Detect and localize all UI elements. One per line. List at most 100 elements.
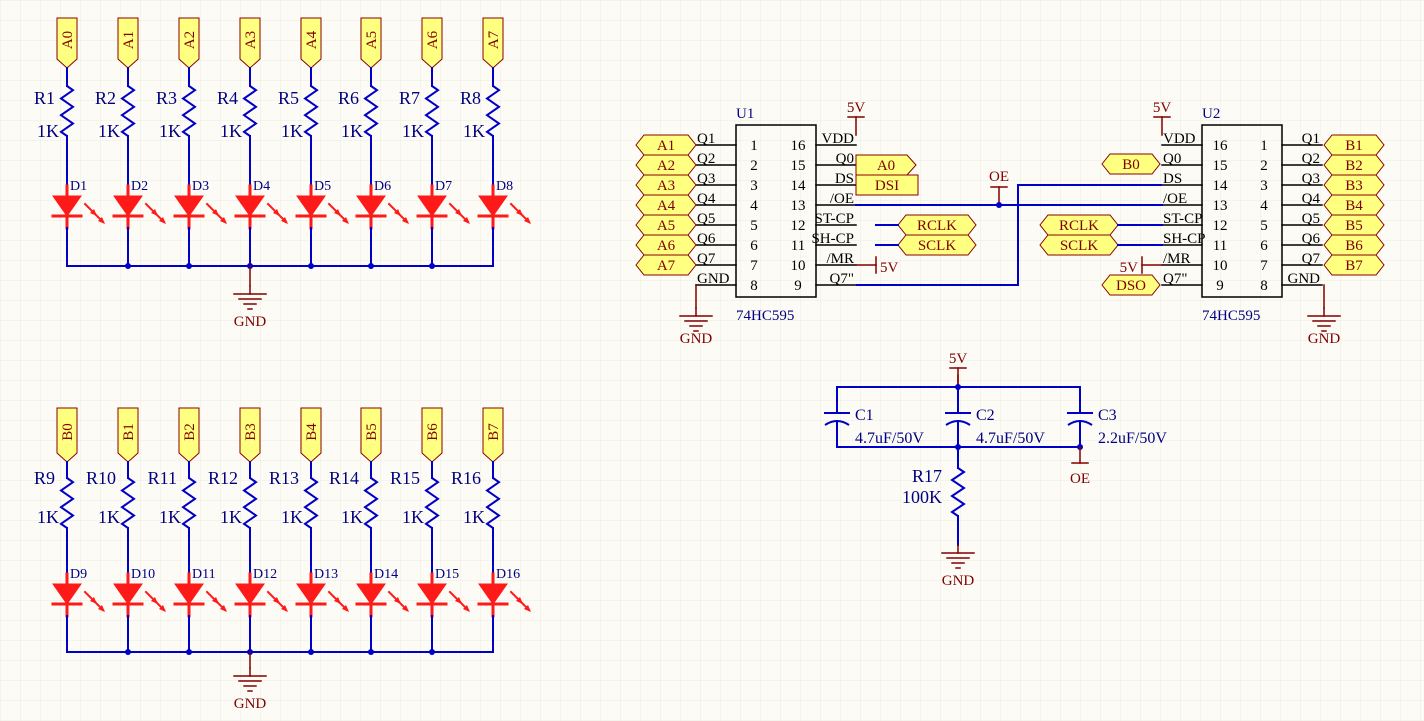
- net-port-text: A5: [364, 31, 380, 49]
- resistor-ref: R4: [217, 88, 238, 108]
- resistor-value: 1K: [159, 507, 181, 527]
- resistor-symbol: [424, 477, 440, 529]
- led-ref: D9: [70, 567, 87, 582]
- ic-pin-name: Q0: [836, 151, 854, 167]
- ic-pin-number: 15: [1213, 158, 1228, 174]
- led-emission-arrowhead: [220, 605, 227, 612]
- resistor-symbol: [242, 85, 258, 137]
- net-port-text: A0: [60, 31, 76, 49]
- net-port-text: A3: [657, 178, 675, 194]
- ic-pin-number: 3: [750, 178, 758, 194]
- led-emission-arrowhead: [281, 217, 288, 224]
- resistor-symbol: [424, 85, 440, 137]
- power-label: 5V: [1120, 260, 1139, 276]
- ic-pin-name: GND: [1288, 271, 1321, 287]
- resistor-ref: R12: [208, 468, 238, 488]
- net-port-label: [56, 17, 78, 69]
- resistor-ref: R10: [86, 468, 116, 488]
- resistor-symbol: [485, 85, 501, 137]
- ic-pin-name: GND: [697, 271, 730, 287]
- led-emission-arrowhead: [159, 605, 166, 612]
- net-port-label: [239, 407, 261, 463]
- power-label: 5V: [1153, 100, 1172, 116]
- ic-pin-number: 11: [1213, 238, 1227, 254]
- ic-pin-name: Q6: [1302, 231, 1321, 247]
- net-port-text: RCLK: [917, 218, 957, 234]
- resistor-value: 1K: [220, 507, 242, 527]
- resistor-value: 1K: [463, 507, 485, 527]
- resistor-symbol: [181, 85, 197, 137]
- net-port-label: [855, 174, 919, 196]
- ic-pin-name: Q2: [1302, 151, 1320, 167]
- ic-pin-number: 10: [791, 258, 806, 274]
- net-port-text: A0: [877, 158, 895, 174]
- ic-pin-name: Q3: [1302, 171, 1320, 187]
- net-port-text: B6: [425, 423, 441, 441]
- resistor-value: 1K: [463, 121, 485, 141]
- resistor-symbol: [120, 85, 136, 137]
- net-port-text: B3: [243, 423, 259, 441]
- resistor-ref: R3: [156, 88, 177, 108]
- ic-pin-number: 12: [1213, 218, 1228, 234]
- ic-pin-number: 5: [1260, 218, 1268, 234]
- led-ref: D10: [131, 567, 155, 582]
- net-port-label: [855, 154, 917, 176]
- net-port-text: A7: [657, 258, 676, 274]
- net-port-label: [239, 17, 261, 69]
- ic-pin-number: 1: [750, 138, 758, 154]
- resistor-value: 1K: [98, 121, 120, 141]
- ic-pin-name: Q5: [697, 211, 715, 227]
- ic-part-number: 74HC595: [1202, 308, 1260, 324]
- resistor-symbol: [59, 477, 75, 529]
- ground-label: GND: [234, 696, 267, 712]
- net-port-label: [635, 254, 697, 276]
- ic-pin-name: Q5: [1302, 211, 1320, 227]
- led-ref: D15: [435, 567, 459, 582]
- resistor-value: 1K: [402, 507, 424, 527]
- net-port-label: [360, 17, 382, 69]
- resistor-symbol: [950, 467, 966, 517]
- ic-pin-number: 16: [1213, 138, 1229, 154]
- junction-dot: [996, 202, 1002, 208]
- resistor-symbol: [303, 85, 319, 137]
- net-port-label: [897, 234, 977, 256]
- ic-pin-number: 11: [791, 238, 805, 254]
- ic-pin-number: 12: [791, 218, 806, 234]
- resistor-ref: R7: [399, 88, 420, 108]
- net-port-text: B5: [1345, 218, 1363, 234]
- net-port-label: [1101, 153, 1161, 175]
- led-emission-arrowhead: [402, 217, 409, 224]
- net-port-label: [482, 17, 504, 69]
- ic-pin-name: /MR: [826, 251, 854, 267]
- ic-pin-name: Q7": [830, 271, 854, 287]
- net-port-label: [1323, 254, 1385, 276]
- capacitor-value: 4.7uF/50V: [976, 430, 1045, 447]
- ground-label: GND: [942, 573, 975, 589]
- ic-pin-name: Q6: [697, 231, 716, 247]
- resistor-value: 1K: [98, 507, 120, 527]
- led-ref: D3: [192, 179, 209, 194]
- resistor-symbol: [363, 477, 379, 529]
- ic-pin-name: DS: [1163, 171, 1182, 187]
- ic-pin-name: /OE: [1163, 191, 1187, 207]
- ic-pin-name: VDD: [1163, 131, 1196, 147]
- net-port-text: SCLK: [918, 238, 957, 254]
- led-ref: D13: [314, 567, 338, 582]
- ic-pin-number: 14: [791, 178, 807, 194]
- resistor-symbol: [363, 85, 379, 137]
- ic-pin-number: 7: [1260, 258, 1268, 274]
- led-emission-arrowhead: [220, 217, 227, 224]
- resistor-value: 1K: [402, 121, 424, 141]
- ic-pin-name: /MR: [1163, 251, 1191, 267]
- ic-part-number: 74HC595: [736, 308, 794, 324]
- ic-pin-number: 14: [1213, 178, 1229, 194]
- resistor-ref: R11: [148, 468, 177, 488]
- net-port-text: A6: [425, 30, 441, 49]
- capacitor-ref: C3: [1098, 407, 1117, 424]
- power-label: 5V: [949, 351, 968, 367]
- oe-net-label: OE: [989, 169, 1009, 185]
- net-port-text: SCLK: [1060, 238, 1099, 254]
- resistor-ref: R16: [451, 468, 481, 488]
- ic-pin-number: 4: [750, 198, 758, 214]
- ic-pin-number: 5: [750, 218, 758, 234]
